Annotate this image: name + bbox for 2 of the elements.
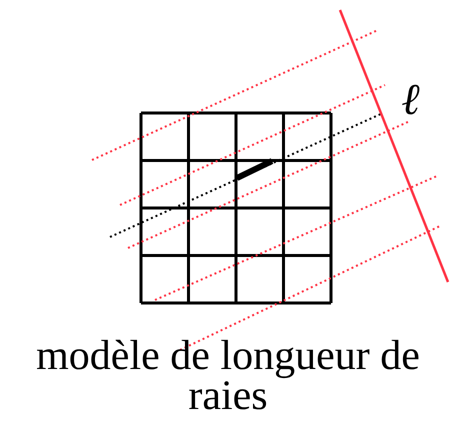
line-label: ℓ xyxy=(402,78,421,122)
caption: modèle de longueur de raies xyxy=(35,336,421,416)
